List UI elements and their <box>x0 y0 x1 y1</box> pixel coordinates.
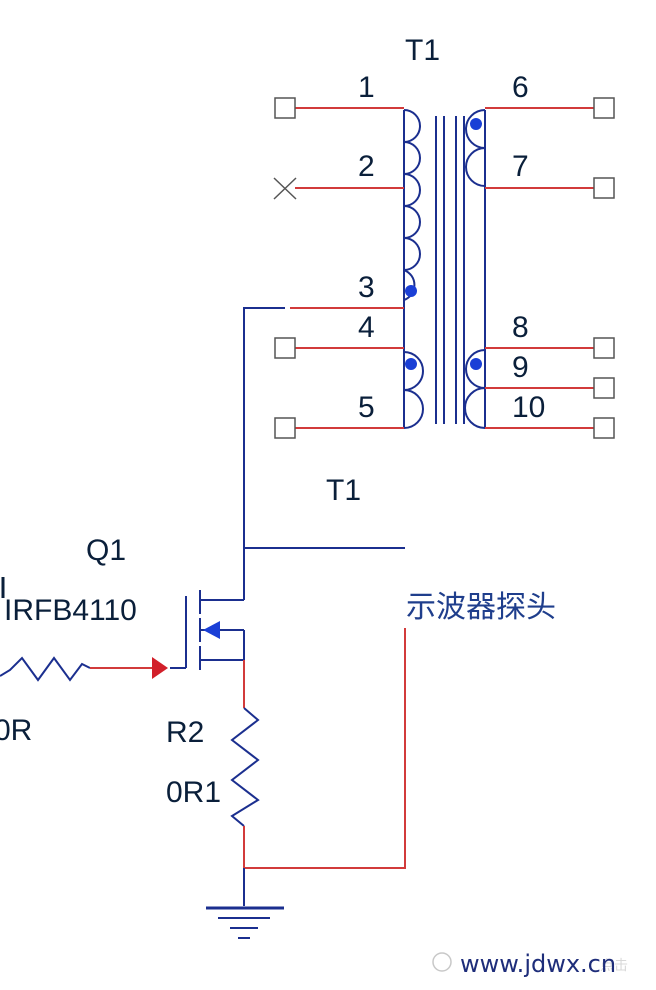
pin-terminal <box>593 97 615 119</box>
no-connect-mark <box>273 177 297 200</box>
polarity-dot <box>470 358 482 370</box>
gate-resistor-value: 0R <box>0 714 32 747</box>
polarity-dot <box>405 358 417 370</box>
pin-label-3: 3 <box>358 271 375 304</box>
secondary-winding <box>464 109 486 429</box>
pin-label-5: 5 <box>358 391 375 424</box>
pin-terminal <box>274 97 296 119</box>
pin-label-7: 7 <box>512 150 529 183</box>
pin-label-2: 2 <box>358 150 375 183</box>
pin-label-1: 1 <box>358 71 375 104</box>
pin-leads <box>290 107 594 429</box>
pin-terminal <box>593 377 615 399</box>
pin-terminal <box>593 337 615 359</box>
pin-terminal <box>274 337 296 359</box>
resistor-value: 0R1 <box>166 776 221 809</box>
watermark: 点击 www.jdwx.cn <box>432 950 628 978</box>
pin-label-8: 8 <box>512 311 529 344</box>
pin-label-10: 10 <box>512 391 545 424</box>
probe-label: 示波器探头 <box>406 590 556 625</box>
watermark-faint-text: 点击 <box>600 958 628 974</box>
gate-resistor <box>0 656 168 682</box>
resistor-ref: R2 <box>166 716 204 749</box>
pin-labels: 1 2 3 4 5 6 7 8 9 10 <box>358 71 545 424</box>
ground-icon <box>206 868 284 939</box>
pin-terminal <box>274 417 296 439</box>
pin-label-4: 4 <box>358 311 375 344</box>
transformer-ref-bottom: T1 <box>326 474 361 507</box>
primary-winding <box>403 109 424 429</box>
signal-arrow <box>152 657 168 679</box>
mosfet-ref: Q1 <box>86 534 126 567</box>
pin-label-6: 6 <box>512 71 529 104</box>
transformer-t1 <box>403 109 486 429</box>
probe-ground-wire <box>244 628 406 869</box>
drain-wire <box>243 307 285 600</box>
pin-terminal <box>593 417 615 439</box>
transformer-ref-top: T1 <box>405 34 440 67</box>
pin-terminals <box>273 97 615 439</box>
mosfet-part: IRFB4110 <box>4 594 137 627</box>
polarity-dot <box>405 285 417 297</box>
watermark-text: www.jdwx.cn <box>460 950 616 978</box>
mosfet-arrow <box>203 621 220 639</box>
polarity-dot <box>470 118 482 130</box>
pin-terminal <box>593 177 615 199</box>
mosfet-q1 <box>170 590 245 670</box>
watermark-logo-icon <box>432 952 452 972</box>
pin-label-9: 9 <box>512 351 529 384</box>
resistor-r2 <box>230 660 260 868</box>
